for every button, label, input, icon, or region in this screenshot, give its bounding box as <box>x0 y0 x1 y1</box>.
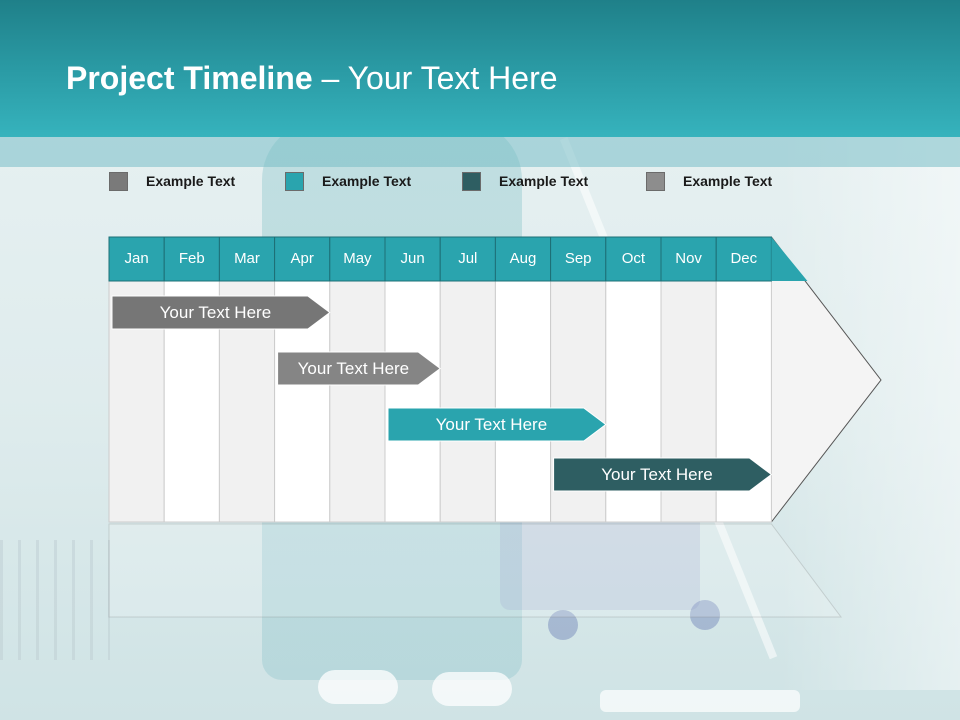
month-label: Aug <box>509 250 537 267</box>
legend-label: Example Text <box>322 173 412 189</box>
legend-swatch <box>109 171 128 191</box>
month-label: Sep <box>564 250 592 267</box>
month-label: Dec <box>730 250 758 267</box>
month-label: Jul <box>458 250 478 267</box>
month-label: Jan <box>124 250 149 267</box>
legend-label: Example Text <box>499 173 589 189</box>
background-shoe <box>432 672 512 706</box>
legend-item: Example Text <box>646 170 772 192</box>
month-header-cell <box>494 236 552 282</box>
month-column <box>494 280 552 523</box>
month-header-cell <box>550 236 607 282</box>
legend-swatch <box>285 171 304 191</box>
month-header-cell <box>218 236 276 282</box>
task-bar[interactable] <box>553 457 773 492</box>
month-label: Mar <box>234 250 260 267</box>
month-header-cell <box>605 236 662 282</box>
legend-swatch <box>646 171 665 191</box>
month-header-cell <box>384 236 441 282</box>
task-bar-label: Your Text Here <box>159 303 272 322</box>
background-wheel <box>690 600 720 630</box>
task-bar-label: Your Text Here <box>435 415 548 434</box>
legend-item: Example Text <box>109 170 235 192</box>
task-bar[interactable] <box>277 351 442 386</box>
timeline-reflection <box>108 523 842 618</box>
background-shoe <box>318 670 398 704</box>
month-header-cell <box>163 236 220 282</box>
month-label: Oct <box>621 250 646 267</box>
title-bar <box>0 0 960 137</box>
legend-item: Example Text <box>285 170 411 192</box>
slide-title-rest: – Your Text Here <box>312 60 558 96</box>
task-bar[interactable] <box>387 407 607 442</box>
month-label: Jun <box>400 250 425 267</box>
legend-label: Example Text <box>146 173 236 189</box>
month-header-cell <box>715 236 772 282</box>
month-label: Apr <box>290 250 314 267</box>
month-column <box>329 280 386 523</box>
month-header-cell <box>108 236 165 282</box>
slide-title: Project Timeline – Your Text Here <box>66 60 558 97</box>
month-header-cell <box>329 236 386 282</box>
title-strip <box>0 137 960 167</box>
background-wheel <box>548 610 578 640</box>
legend-swatch <box>462 171 481 191</box>
month-column <box>439 280 496 523</box>
month-label: Nov <box>675 250 702 267</box>
slide-title-bold: Project Timeline <box>66 60 313 96</box>
header-arrow-piece <box>771 237 808 281</box>
task-bar[interactable] <box>111 295 331 330</box>
task-bar-label: Your Text Here <box>297 359 410 378</box>
month-column <box>384 280 441 523</box>
background-rail <box>0 540 110 660</box>
month-header-cell <box>274 236 331 282</box>
background-mop-head <box>600 690 800 712</box>
task-bar-label: Your Text Here <box>601 465 713 484</box>
legend-item: Example Text <box>462 170 588 192</box>
legend-label: Example Text <box>683 173 773 189</box>
month-label: Feb <box>178 250 205 267</box>
month-label: May <box>343 250 372 267</box>
